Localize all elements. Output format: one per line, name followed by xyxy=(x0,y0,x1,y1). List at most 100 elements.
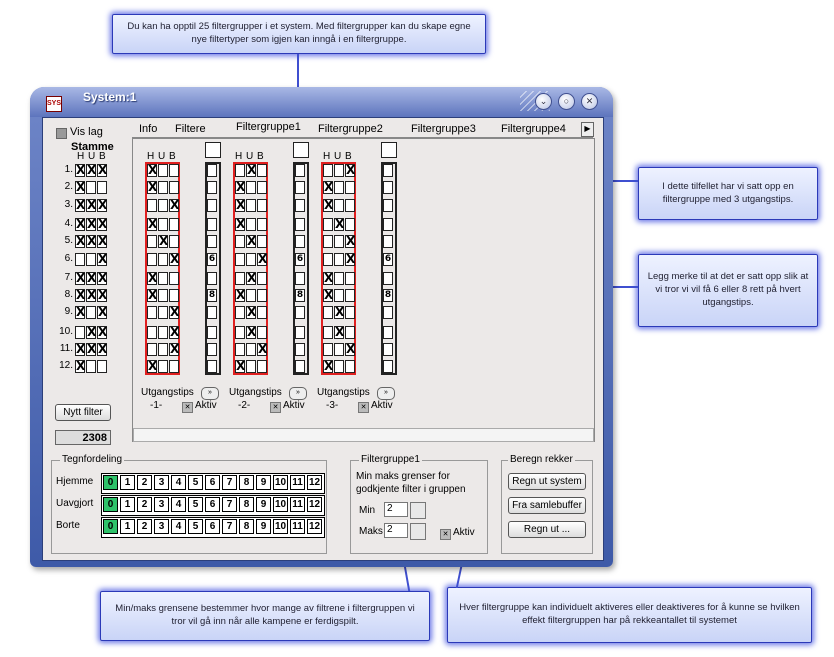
group-cell[interactable]: X xyxy=(147,216,158,231)
tegn-cell[interactable]: 2 xyxy=(137,519,152,534)
group-cell[interactable] xyxy=(257,360,267,374)
group-cell[interactable] xyxy=(158,271,168,285)
group-cell[interactable] xyxy=(235,252,245,266)
group-cell[interactable] xyxy=(158,252,168,266)
tegn-cell[interactable]: 3 xyxy=(154,497,169,512)
group-cell[interactable] xyxy=(246,217,256,231)
group-marker-cell[interactable]: 6 xyxy=(295,252,305,266)
group-marker-cell[interactable] xyxy=(295,235,305,249)
group-marker-header-cell[interactable] xyxy=(293,142,309,158)
minimize-icon[interactable]: ⌄ xyxy=(535,93,552,110)
group-cell[interactable] xyxy=(158,325,168,339)
group-marker-cell[interactable] xyxy=(207,181,217,195)
group-cell[interactable]: X xyxy=(257,251,268,266)
group-cell[interactable] xyxy=(147,325,157,339)
stamme-cell[interactable] xyxy=(75,325,85,339)
stamme-cell[interactable]: X xyxy=(86,324,97,339)
group-marker-cell[interactable] xyxy=(207,343,217,356)
group-cell[interactable] xyxy=(235,164,245,177)
group-marker-cell[interactable]: 6 xyxy=(207,252,217,266)
close-icon[interactable]: ✕ xyxy=(581,93,598,110)
stamme-cell[interactable]: X xyxy=(97,163,108,177)
tegn-cell[interactable]: 2 xyxy=(137,475,152,490)
tegn-cell[interactable]: 12 xyxy=(307,497,322,512)
group-cell[interactable] xyxy=(323,252,333,266)
group-marker-cell[interactable] xyxy=(383,271,393,285)
group-cell[interactable] xyxy=(334,235,344,249)
group-cell[interactable] xyxy=(169,164,179,177)
group-cell[interactable] xyxy=(345,306,355,320)
tegn-cell[interactable]: 8 xyxy=(239,519,254,534)
group-marker-cell[interactable] xyxy=(295,217,305,231)
group-marker-cell[interactable]: 8 xyxy=(207,289,217,303)
group-cell[interactable]: X xyxy=(169,324,180,339)
group-cell[interactable] xyxy=(158,164,168,177)
group-cell[interactable] xyxy=(169,217,179,231)
group-cell[interactable] xyxy=(323,343,333,356)
group-cell[interactable] xyxy=(147,198,157,212)
tegn-cell[interactable]: 0 xyxy=(103,497,118,512)
group-cell[interactable] xyxy=(235,306,245,320)
group-cell[interactable] xyxy=(323,235,333,249)
expand-icon[interactable]: » xyxy=(377,387,395,400)
group-cell[interactable] xyxy=(345,181,355,195)
group-cell[interactable]: X xyxy=(169,342,180,356)
group-cell[interactable]: X xyxy=(323,180,334,195)
group-cell[interactable] xyxy=(246,252,256,266)
tegn-cell[interactable]: 1 xyxy=(120,519,135,534)
stamme-cell[interactable] xyxy=(86,306,96,320)
group-cell[interactable]: X xyxy=(246,270,257,285)
tegn-cell[interactable]: 9 xyxy=(256,519,271,534)
stamme-cell[interactable]: X xyxy=(97,305,108,320)
group-cell[interactable] xyxy=(169,360,179,374)
tegn-cell[interactable]: 7 xyxy=(222,519,237,534)
nytt-filter-button[interactable]: Nytt filter xyxy=(55,404,111,421)
group-marker-header-cell[interactable] xyxy=(205,142,221,158)
tegn-cell[interactable]: 4 xyxy=(171,475,186,490)
regn-ut-system-button[interactable]: Regn ut system xyxy=(508,473,586,490)
group-cell[interactable]: X xyxy=(235,216,246,231)
group-cell[interactable]: X xyxy=(345,163,356,177)
group-marker-cell[interactable] xyxy=(207,360,217,374)
group-cell[interactable] xyxy=(323,325,333,339)
fra-samlebuffer-button[interactable]: Fra samlebuffer xyxy=(508,497,586,514)
tab-filtergruppe4[interactable]: Filtergruppe4 xyxy=(501,123,566,135)
stamme-cell[interactable]: X xyxy=(86,288,97,303)
group-cell[interactable] xyxy=(323,164,333,177)
tegn-cell[interactable]: 2 xyxy=(137,497,152,512)
group-cell[interactable]: X xyxy=(334,324,345,339)
tegn-cell[interactable]: 10 xyxy=(273,497,288,512)
group-cell[interactable]: X xyxy=(169,251,180,266)
tegn-cell[interactable]: 11 xyxy=(290,519,305,534)
horizontal-scrollbar[interactable] xyxy=(133,428,594,442)
stamme-cell[interactable]: X xyxy=(86,163,97,177)
maks-spinner-icon[interactable] xyxy=(410,523,426,540)
tegn-cell[interactable]: 6 xyxy=(205,475,220,490)
group-marker-cell[interactable] xyxy=(383,306,393,320)
group-cell[interactable] xyxy=(334,343,344,356)
group-marker-cell[interactable] xyxy=(295,306,305,320)
tegn-cell[interactable]: 3 xyxy=(154,519,169,534)
group-marker-cell[interactable] xyxy=(383,217,393,231)
min-input[interactable]: 2 xyxy=(384,502,408,517)
group-cell[interactable]: X xyxy=(147,180,158,195)
group-marker-cell[interactable] xyxy=(383,343,393,356)
group-marker-cell[interactable]: 8 xyxy=(383,289,393,303)
group-marker-cell[interactable] xyxy=(207,306,217,320)
group-cell[interactable] xyxy=(235,343,245,356)
tegn-cell[interactable]: 12 xyxy=(307,475,322,490)
group-cell[interactable] xyxy=(246,198,256,212)
stamme-cell[interactable] xyxy=(86,181,96,195)
group-cell[interactable] xyxy=(235,325,245,339)
group-cell[interactable] xyxy=(158,306,168,320)
tegn-cell[interactable]: 4 xyxy=(171,497,186,512)
group-cell[interactable]: X xyxy=(345,342,356,356)
tegn-cell[interactable]: 0 xyxy=(103,519,118,534)
tegn-cell[interactable]: 5 xyxy=(188,497,203,512)
tegn-cell[interactable]: 5 xyxy=(188,475,203,490)
stamme-cell[interactable]: X xyxy=(75,234,86,249)
group-cell[interactable] xyxy=(334,271,344,285)
group-cell[interactable]: X xyxy=(147,270,158,285)
group-marker-cell[interactable] xyxy=(383,181,393,195)
group-cell[interactable]: X xyxy=(345,251,356,266)
